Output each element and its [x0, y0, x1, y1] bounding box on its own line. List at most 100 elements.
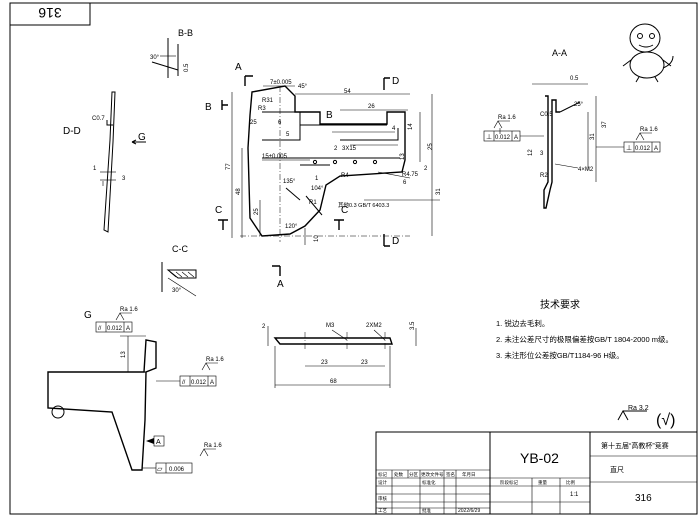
dim-25-right: 25 — [428, 143, 434, 150]
bottom-23a: 23 — [321, 360, 328, 366]
aa-perp-left-ref: A — [514, 135, 518, 141]
dim-77: 77 — [226, 163, 232, 170]
dim-r1: R1 — [309, 200, 317, 206]
dim-7: 7±0.005 — [270, 80, 292, 86]
g-ra-bot: Ra 1.6 — [204, 443, 222, 449]
roughness-ra: Ra 3.2 — [628, 405, 649, 412]
g-par2-ref: A — [210, 380, 214, 386]
dim-31: 31 — [436, 188, 442, 195]
aa-perp-left-sym: ⊥ — [486, 134, 492, 141]
tb-h-weight: 重量 — [538, 479, 547, 486]
g-flat-val: 0.006 — [169, 467, 185, 473]
mascot-illustration — [622, 23, 674, 83]
tb-h-ymd: 年月日 — [462, 471, 476, 478]
requirement-item-1: 1. 锐边去毛刺。 — [496, 318, 549, 328]
aa-25deg: 25° — [574, 102, 584, 108]
tb-h-scale: 比例 — [566, 479, 575, 486]
aa-ra-left: Ra 1.6 — [498, 115, 516, 121]
dim-r4-75: R4.75 — [402, 172, 419, 178]
g-par1-val: 0.012 — [107, 326, 123, 332]
g-13: 13 — [121, 351, 127, 358]
tb-h-count: 处数 — [394, 471, 403, 478]
bottom-m2: 2XM2 — [366, 323, 382, 329]
view-g-label: G — [84, 310, 92, 321]
dim-3x15: 3X15 — [342, 146, 357, 152]
marker-a-top: A — [235, 62, 242, 73]
dim-45deg: 45° — [298, 84, 308, 90]
marker-g-top: G — [138, 132, 146, 143]
tb-h-change: 更改文件号 — [421, 471, 444, 478]
dim-104deg: 104° — [311, 186, 324, 192]
marker-d-top: D — [392, 76, 399, 87]
view-dd-label: D-D — [63, 126, 81, 137]
marker-d-bottom: D — [392, 236, 399, 247]
view-cc: C-C 30° — [161, 244, 197, 297]
title-part-name: 直尺 — [610, 465, 624, 474]
g-ra-top: Ra 1.6 — [120, 307, 138, 313]
g-par1-sym: // — [98, 326, 102, 332]
dd-one: 1 — [93, 166, 97, 172]
corner-number: 316 — [38, 5, 62, 21]
dim-6b: 6 — [403, 180, 407, 186]
aa-3: 3 — [540, 151, 544, 157]
dim-10: 10 — [314, 235, 320, 242]
g-par1-ref: A — [126, 326, 130, 332]
tb-h-sign: 签名 — [446, 471, 455, 478]
drawing-border — [9, 2, 698, 515]
bottom-2: 2 — [262, 324, 266, 330]
dim-13: 13 — [400, 153, 406, 160]
bb-angle: 30° — [150, 55, 160, 61]
bottom-m3: M3 — [326, 323, 335, 329]
requirement-item-2: 2. 未注公差尺寸的极限偏差按GB/T 1804-2000 m级。 — [496, 334, 673, 344]
dim-135deg: 135° — [283, 179, 296, 185]
title-block: YB-02 第十五届“高教杯”竞赛 直尺 316 标记 处数 分区 更改文件号 … — [375, 431, 698, 515]
dim-25-top: 25 — [250, 120, 257, 126]
g-flat-sym: ▱ — [157, 466, 163, 473]
aa-roughness-left: Ra 1.6 — [493, 115, 516, 134]
view-aa-label: A-A — [552, 48, 567, 58]
bb-thickness: 0.5 — [184, 63, 190, 72]
view-aa: A-A 0.5 25° C0.5 37 31 12 3 R2 4×M2 Ra 1… — [483, 48, 661, 209]
dim-2: 2 — [334, 146, 338, 152]
dim-14: 14 — [408, 123, 414, 130]
view-bb: B-B 30° 0.5 — [150, 28, 193, 78]
requirement-item-3: 3. 未注形位公差按GB/T1184-96 H级。 — [496, 350, 624, 360]
tb-h-mark: 标记 — [378, 471, 387, 478]
view-g: G 13 Ra 1.6 // 0.012 A Ra 1.6 // 0.012 A… — [47, 307, 224, 474]
requirements-title: 技术要求 — [540, 298, 580, 311]
tb-h-design: 设计 — [378, 479, 387, 486]
g-ra-mid: Ra 1.6 — [206, 357, 224, 363]
technical-requirements: 技术要求 1. 锐边去毛刺。 2. 未注公差尺寸的极限偏差按GB/T 1804-… — [496, 298, 673, 360]
marker-b-right: B — [326, 110, 333, 121]
bottom-23b: 23 — [361, 360, 368, 366]
aa-perp-left: ⊥ 0.012 A — [483, 130, 544, 142]
title-number: 316 — [635, 493, 652, 504]
title-code: YB-02 — [520, 450, 559, 466]
tb-h-zone: 分区 — [409, 471, 418, 478]
cc-angle: 30° — [172, 288, 182, 294]
dim-26: 26 — [368, 104, 375, 110]
dim-48: 48 — [236, 188, 242, 195]
dim-r3: R3 — [258, 106, 266, 112]
aa-perp-left-val: 0.012 — [495, 135, 511, 141]
dd-three: 3 — [122, 176, 126, 182]
marker-c-left: C — [215, 205, 222, 216]
aa-perp-right: ⊥ 0.012 A — [596, 141, 661, 153]
tb-date: 2022/6/29 — [458, 508, 480, 514]
dim-r4: R4 — [341, 173, 349, 179]
g-datum: A — [156, 439, 161, 446]
view-main: 7±0.005 45° R31 R3 25 6 5 54 26 14 4 2 1… — [226, 80, 442, 245]
g-par2-sym: // — [182, 380, 186, 386]
aa-perp-right-ref: A — [654, 146, 658, 152]
tb-h-stage: 阶段标记 — [500, 479, 518, 486]
tb-h-std: 标准化 — [422, 479, 436, 486]
dim-120deg: 120° — [285, 224, 298, 230]
aa-37: 37 — [602, 121, 608, 128]
tb-scale: 1:1 — [570, 492, 579, 498]
bottom-35: 3.5 — [410, 321, 416, 330]
dim-15: 15±0.005 — [262, 154, 288, 160]
aa-holes: 4×M2 — [578, 167, 594, 173]
g-par2-val: 0.012 — [191, 380, 207, 386]
aa-12: 12 — [528, 149, 534, 156]
